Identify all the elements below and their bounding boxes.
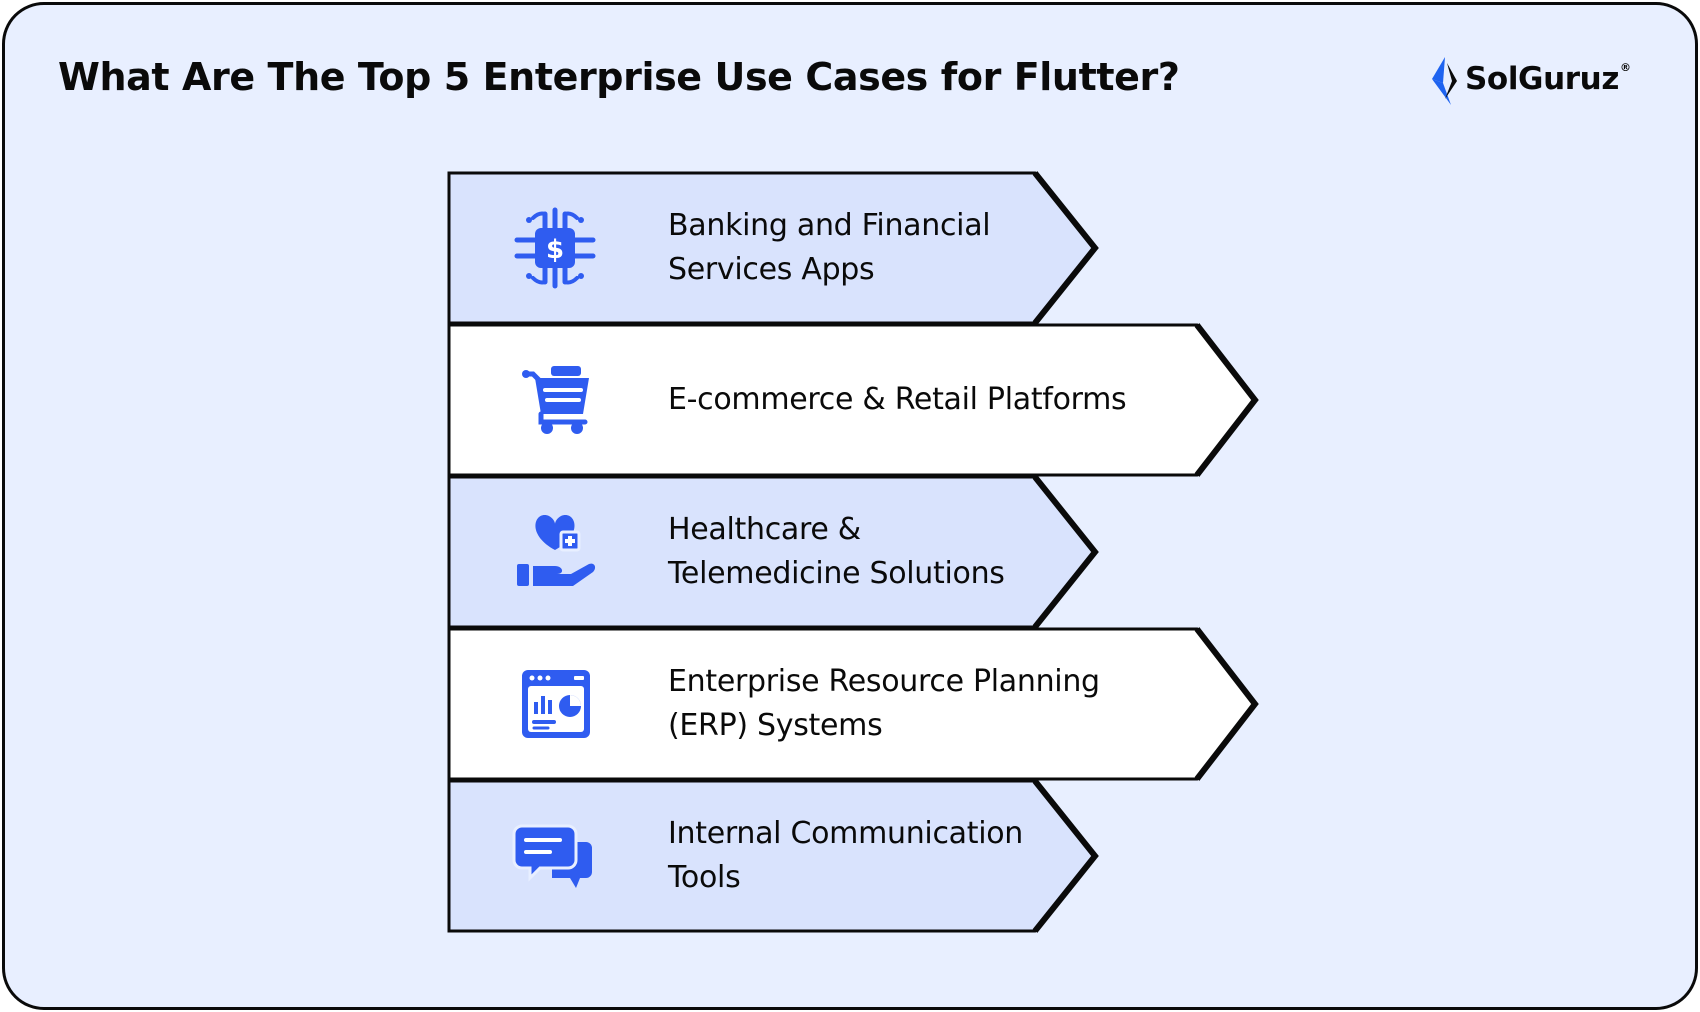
use-case-label-1: Banking and Financial Services Apps bbox=[668, 204, 991, 292]
use-case-3-line-1: Healthcare & bbox=[668, 512, 861, 547]
use-case-label-3: Healthcare & Telemedicine Solutions bbox=[668, 508, 1005, 596]
use-case-1-line-1: Banking and Financial bbox=[668, 208, 991, 243]
use-case-1-line-2: Services Apps bbox=[668, 252, 875, 287]
brand-name: SolGuruz bbox=[1465, 61, 1619, 97]
use-case-5-line-1: Internal Communication bbox=[668, 816, 1024, 851]
registered-mark: ® bbox=[1619, 60, 1631, 74]
use-case-label-4: Enterprise Resource Planning (ERP) Syste… bbox=[668, 660, 1100, 748]
use-case-2-line-1: E-commerce & Retail Platforms bbox=[668, 382, 1127, 417]
use-case-4-line-1: Enterprise Resource Planning bbox=[668, 664, 1100, 699]
use-case-4-line-2: (ERP) Systems bbox=[668, 708, 883, 743]
use-case-3-line-2: Telemedicine Solutions bbox=[668, 556, 1005, 591]
use-case-5-line-2: Tools bbox=[668, 860, 741, 895]
brand-logo: SolGuruz ® bbox=[1425, 52, 1631, 110]
solguruz-logo-icon bbox=[1432, 57, 1457, 105]
use-case-label-2: E-commerce & Retail Platforms bbox=[668, 378, 1127, 422]
page-title: What Are The Top 5 Enterprise Use Cases … bbox=[58, 55, 1180, 99]
use-case-label-5: Internal Communication Tools bbox=[668, 812, 1023, 900]
